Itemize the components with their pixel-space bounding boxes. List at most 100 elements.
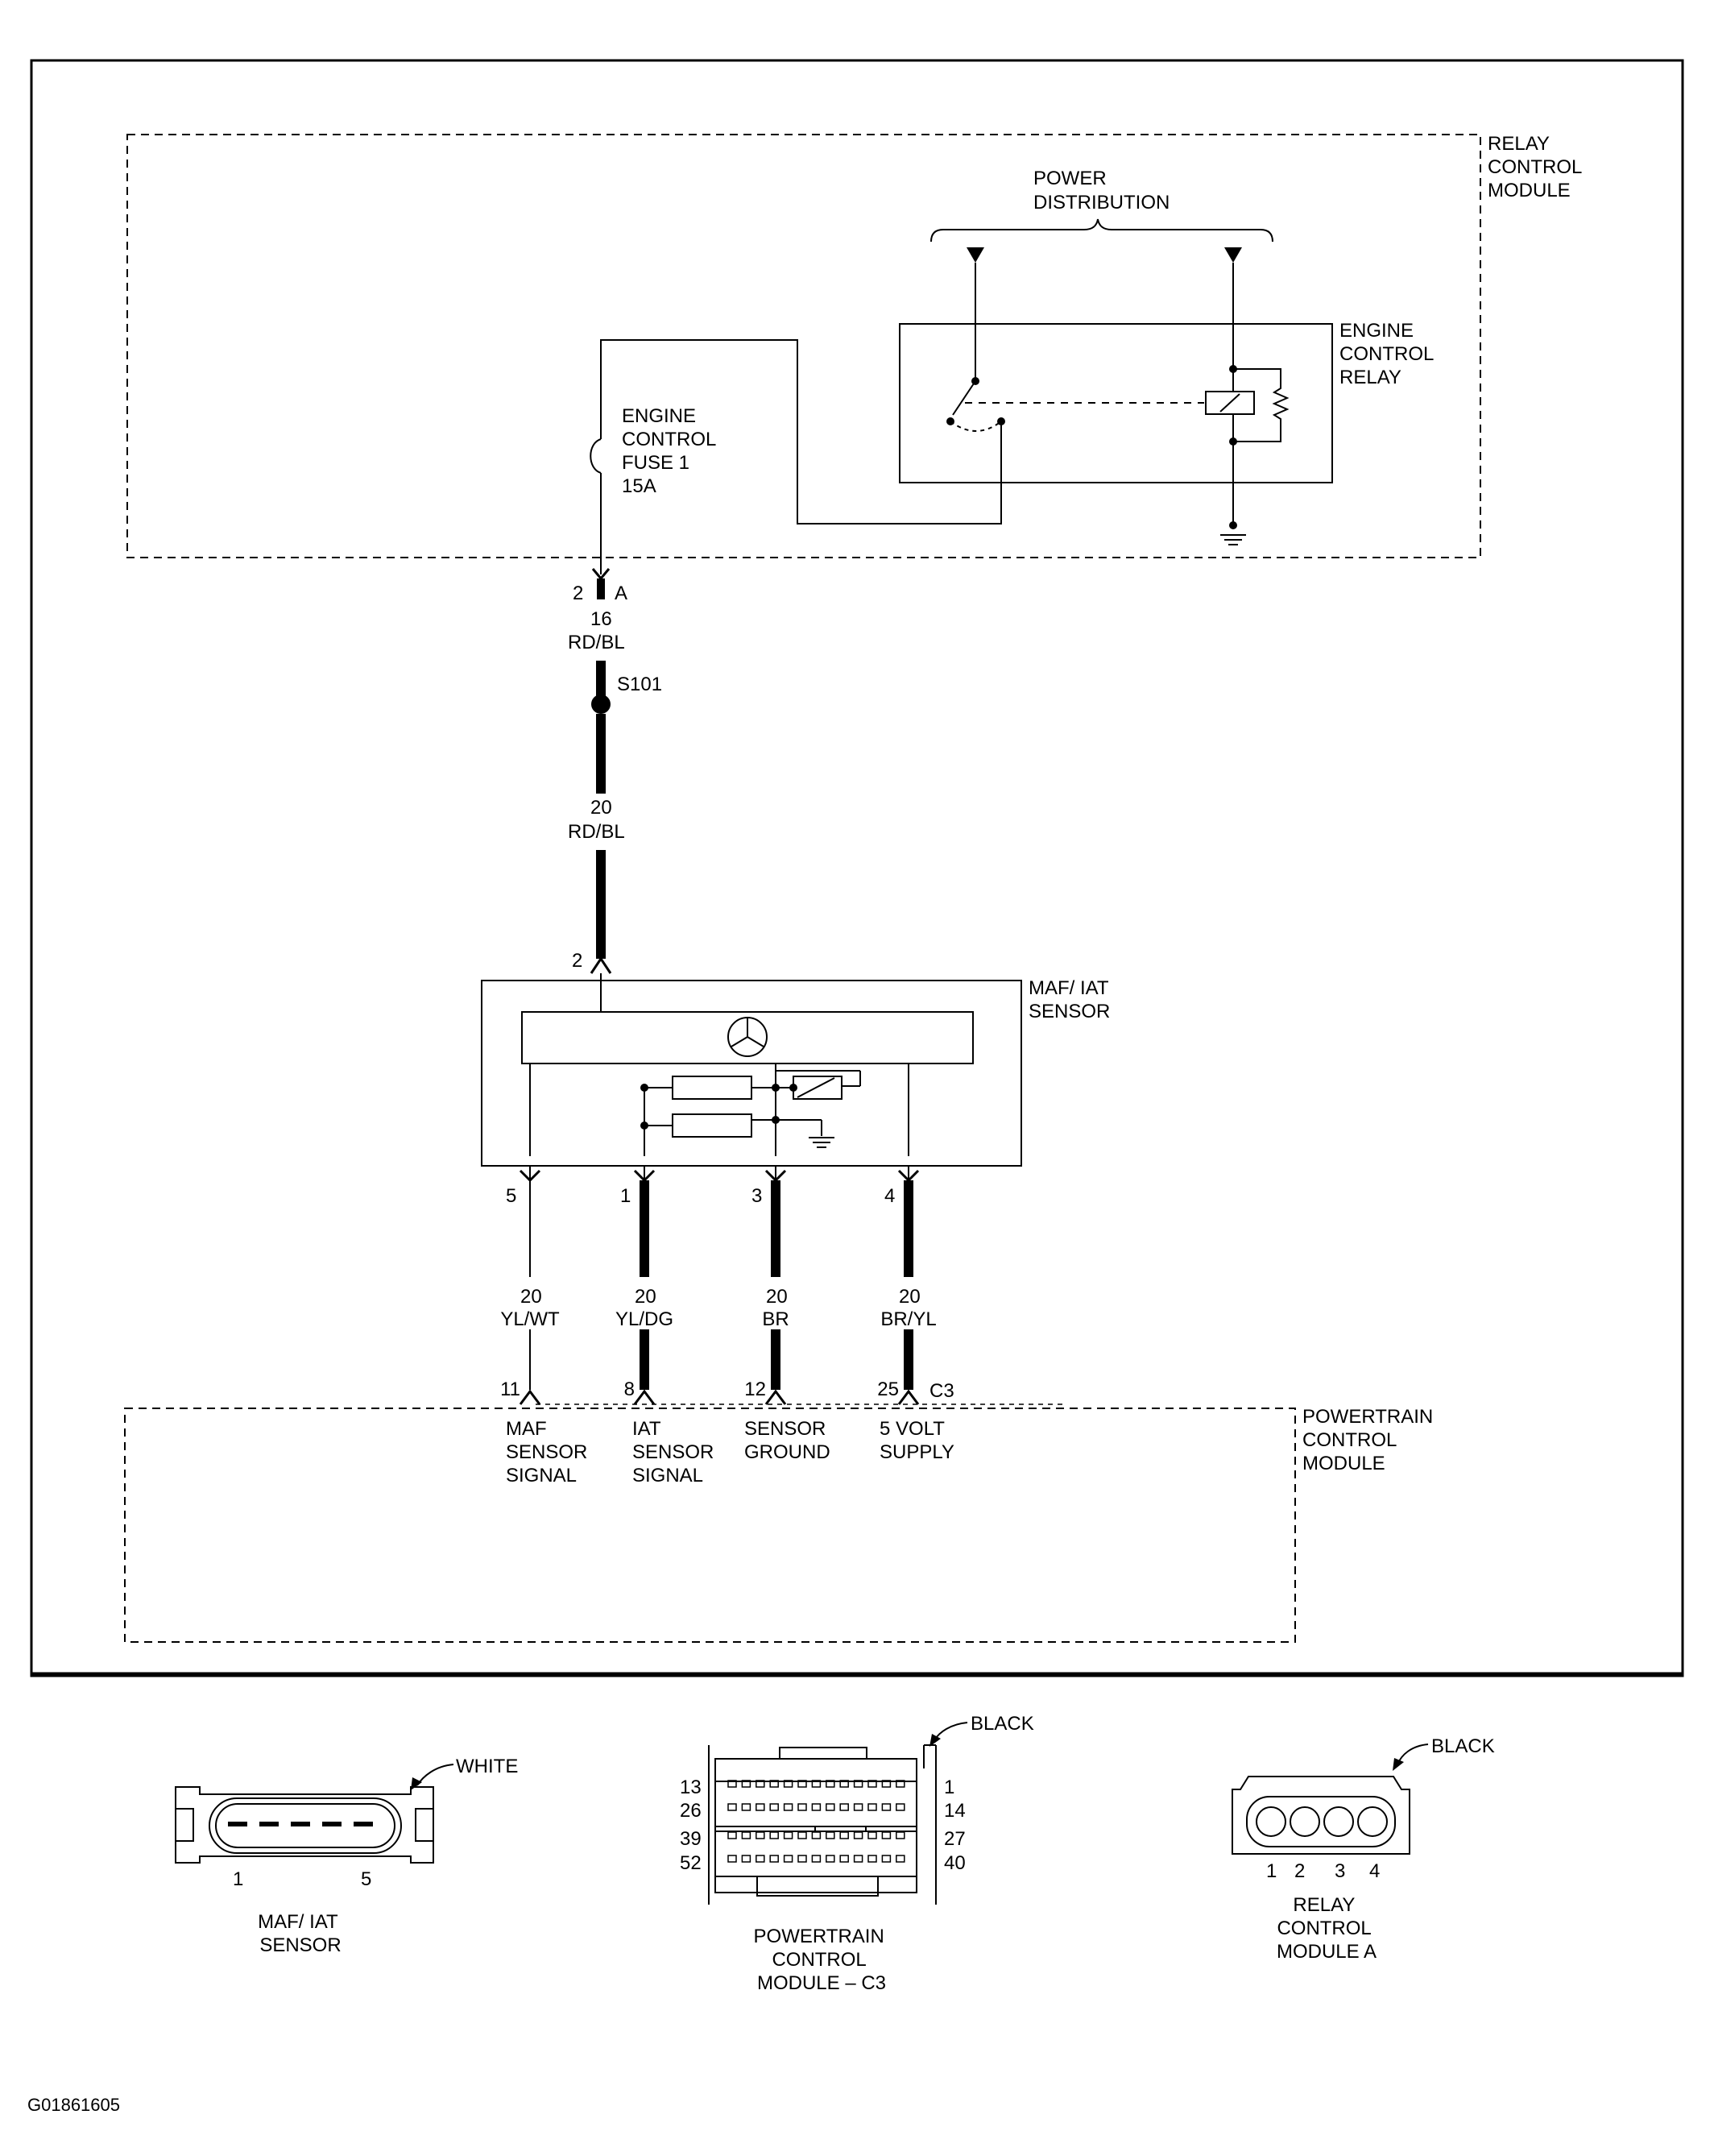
relay-connector-pin-4: 4 [1369, 1860, 1380, 1882]
sensor-supply-pin: 2 [572, 950, 582, 972]
circuit-pcm-pin: 12 [744, 1379, 766, 1400]
pcm-connector-pin-27: 27 [944, 1828, 966, 1850]
maf-connector-color-pointer [416, 1764, 454, 1786]
pcm-label: POWERTRAIN CONTROL MODULE [1302, 1406, 1439, 1474]
relay-ground-icon [1220, 534, 1246, 545]
relay-switch-travel [950, 421, 1002, 432]
relay-connector-id: A [615, 583, 627, 604]
airflow-element-icon [727, 1017, 768, 1057]
pcm-connector-pin-40: 40 [944, 1852, 966, 1874]
relay-switch-arm [952, 380, 976, 416]
main-wire-upper-color: RD/BL [568, 632, 625, 653]
relay-connector-pointer-arrow [1393, 1758, 1404, 1771]
relay-coil [1205, 391, 1255, 415]
maf-connector-pin-right: 5 [361, 1868, 371, 1890]
circuit-color: YL/WT [500, 1308, 560, 1330]
power-distribution-brace [930, 218, 1273, 243]
relay-connector-color: BLACK [1431, 1735, 1495, 1757]
pcm-connector-pin-26: 26 [680, 1800, 702, 1822]
splice-s101 [591, 694, 611, 714]
circuit-pcm-pin: 8 [624, 1379, 635, 1400]
power-distribution-label: POWER DISTRIBUTION [1033, 168, 1170, 214]
sensor-internal-nodes [640, 1084, 797, 1130]
maf-connector-caption: MAF/ IAT SENSOR [258, 1911, 343, 1956]
pcm-connector-pin-14: 14 [944, 1800, 966, 1822]
circuit-gauge: 20 [520, 1286, 542, 1308]
circuit-gauge: 20 [899, 1286, 921, 1308]
engine-control-relay-label: ENGINE CONTROL RELAY [1339, 320, 1439, 388]
relay-connector-pin-1: 1 [1266, 1860, 1277, 1882]
maf-iat-sensor-box [481, 980, 1022, 1167]
engine-control-fuse [590, 438, 602, 474]
splice-label: S101 [617, 674, 662, 695]
pcm-connector-id: C3 [929, 1380, 954, 1402]
circuit-sensor-pin: 1 [620, 1185, 631, 1207]
circuit-color: BR/YL [880, 1308, 936, 1330]
pcm-connector-pin-52: 52 [680, 1852, 702, 1874]
circuit-sensor-pin: 3 [751, 1185, 762, 1207]
pcm-connector-pin-1: 1 [944, 1777, 954, 1798]
main-wire-lower-color: RD/BL [568, 821, 625, 843]
circuit-pcm-terminal [764, 1389, 787, 1405]
pcm-connector-pin-39: 39 [680, 1828, 702, 1850]
relay-output-wire [600, 339, 1002, 524]
relay-suppression-resistor [1233, 368, 1290, 442]
pcm-connector-color-pointer [934, 1722, 968, 1741]
pcm-connector-color: BLACK [971, 1713, 1034, 1735]
relay-connector-caption: RELAY CONTROL MODULE A [1277, 1894, 1377, 1963]
relay-coil-winding [1219, 393, 1240, 413]
pcm-connector-caption: POWERTRAIN CONTROL MODULE – C3 [754, 1926, 890, 1994]
circuit-pcm-terminal [897, 1389, 920, 1405]
circuit-color: BR [762, 1308, 789, 1330]
main-wire-lower-gauge: 20 [590, 797, 612, 819]
maf-iat-sensor-label: MAF/ IAT SENSOR [1029, 977, 1114, 1022]
relay-connector-pin: 2 [573, 583, 583, 604]
sensor-ground-icon [809, 1137, 834, 1148]
circuit-pcm-terminal [519, 1389, 541, 1405]
engine-control-relay-box [899, 323, 1333, 483]
circuit-gauge: 20 [766, 1286, 788, 1308]
relay-connector-pin-stub [597, 578, 605, 599]
relay-connector-pin-2: 2 [1294, 1860, 1305, 1882]
maf-connector-pin-left: 1 [233, 1868, 243, 1890]
maf-connector-pins [228, 1822, 373, 1826]
relay-connector-pin-3: 3 [1335, 1860, 1345, 1882]
power-feed-arrow-right [1224, 247, 1242, 263]
main-wire-upper-gauge: 16 [590, 608, 612, 630]
engine-control-fuse-label: ENGINE CONTROL FUSE 1 15A [622, 405, 721, 497]
pcm-connector-pin-13: 13 [680, 1777, 702, 1798]
pcm-connector-pointer-arrow [929, 1734, 941, 1747]
maf-connector-color: WHITE [456, 1756, 518, 1777]
circuit-pcm-terminal [633, 1389, 656, 1405]
relay-control-module-label: RELAY CONTROL MODULE [1488, 133, 1587, 201]
sensor-element-bar [521, 1011, 974, 1064]
sensor-internal-circuit [529, 1063, 909, 1156]
relay-connector-view [1232, 1776, 1410, 1855]
sensor-supply-terminal [590, 956, 612, 974]
pcm-connector-view [708, 1744, 937, 1905]
pcm-connector-cavities [727, 1780, 905, 1863]
circuit-pcm-pin: 25 [877, 1379, 899, 1400]
diagram-frame [30, 59, 1684, 1677]
circuit-color: YL/DG [615, 1308, 673, 1330]
circuit-pcm-pin: 11 [500, 1379, 520, 1400]
power-feed-arrow-left [967, 247, 984, 263]
circuit-sensor-pin: 5 [506, 1185, 516, 1207]
maf-connector-pointer-arrow [411, 1777, 422, 1790]
figure-reference: G01861605 [27, 2095, 120, 2115]
circuit-gauge: 20 [635, 1286, 656, 1308]
circuit-sensor-pin: 4 [884, 1185, 895, 1207]
relay-control-module-boundary [126, 134, 1481, 558]
pcm-boundary [124, 1408, 1296, 1643]
relay-ground-node [1229, 521, 1237, 529]
